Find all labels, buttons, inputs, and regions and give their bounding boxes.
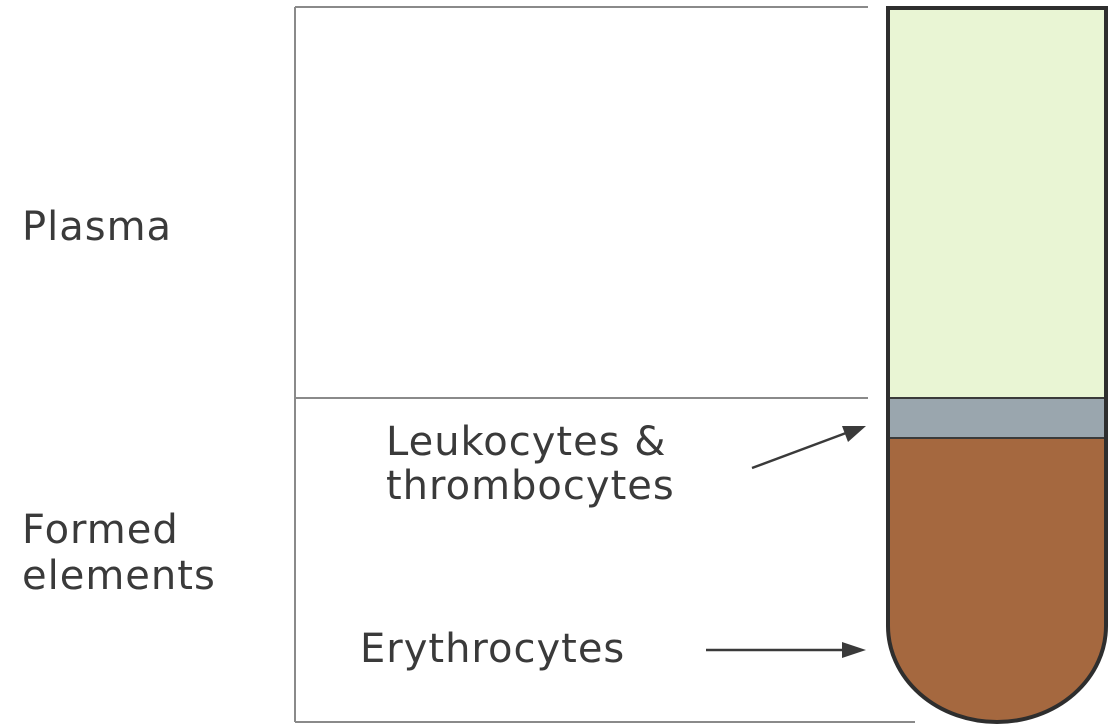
erythrocytes-arrow-head [842,642,866,658]
formed-elements-line-1: Formed [22,507,216,553]
formed-elements-line-2: elements [22,553,216,599]
leukocytes-arrow-head [842,426,866,442]
buffy-coat-layer [888,398,1106,438]
plasma-layer [888,8,1106,398]
plasma-label: Plasma [22,204,172,250]
formed-elements-label: Formed elements [22,507,216,599]
bracket-frame [295,7,915,722]
leukocytes-line-1: Leukocytes & [386,420,675,464]
leukocytes-arrow [752,426,866,468]
leukocytes-line-2: thrombocytes [386,464,675,508]
erythrocytes-arrow [706,642,866,658]
test-tube [888,8,1106,722]
erythrocyte-layer [888,438,1106,722]
erythrocytes-label: Erythrocytes [360,626,625,672]
leukocytes-thrombocytes-label: Leukocytes & thrombocytes [386,420,675,508]
